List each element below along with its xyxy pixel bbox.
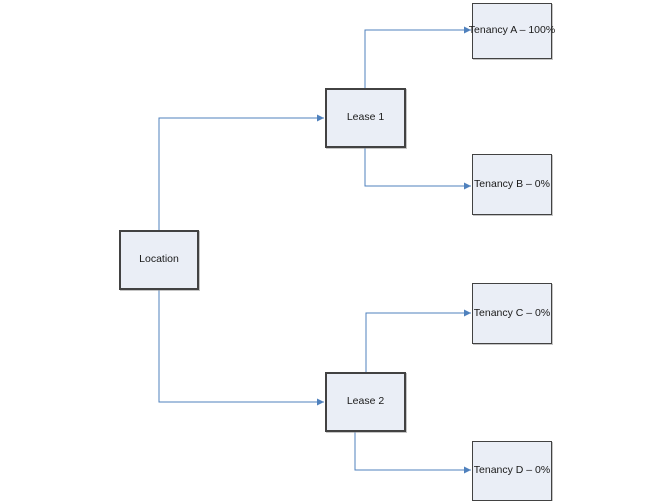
- node-tenancy-c: Tenancy C – 0%: [472, 283, 552, 344]
- node-location: Location: [119, 230, 199, 290]
- node-lease-1: Lease 1: [325, 88, 406, 148]
- node-tenancy-b: Tenancy B – 0%: [472, 154, 552, 215]
- node-lease-2: Lease 2: [325, 372, 406, 432]
- node-tenancy-b-label: Tenancy B – 0%: [474, 177, 550, 190]
- node-lease-2-label: Lease 2: [346, 395, 385, 408]
- connector-lease1-tenancy-b: [364, 148, 471, 190]
- node-location-label: Location: [139, 253, 179, 266]
- connector-location-lease2: [158, 290, 324, 406]
- node-tenancy-a-label: Tenancy A – 100%: [468, 24, 556, 37]
- node-tenancy-c-label: Tenancy C – 0%: [473, 306, 551, 319]
- connector-location-lease1: [158, 114, 324, 230]
- connector-lease1-tenancy-a: [364, 26, 471, 88]
- node-lease-1-label: Lease 1: [346, 111, 385, 124]
- node-tenancy-d-label: Tenancy D – 0%: [473, 464, 551, 477]
- connector-lease2-tenancy-d: [354, 432, 471, 474]
- node-tenancy-d: Tenancy D – 0%: [472, 441, 552, 501]
- node-tenancy-a: Tenancy A – 100%: [468, 3, 556, 59]
- connector-lease2-tenancy-c: [365, 309, 471, 372]
